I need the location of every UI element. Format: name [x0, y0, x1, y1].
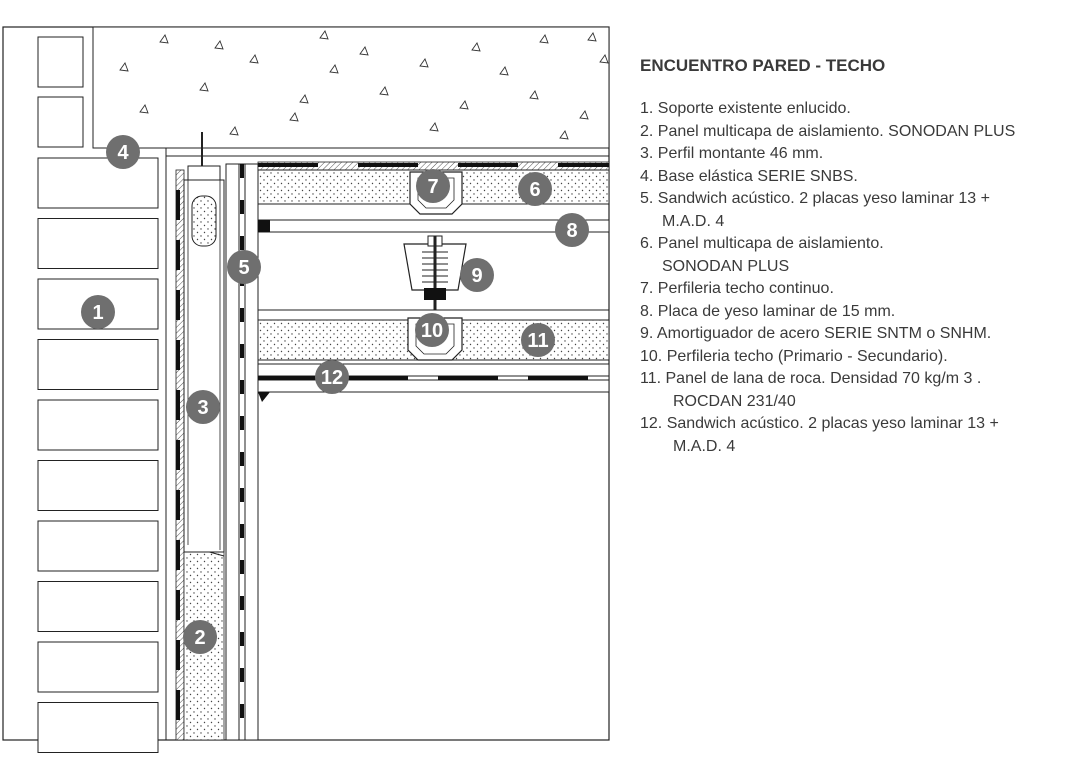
callout-badge-3: 3	[186, 390, 220, 424]
steel-damper	[403, 235, 467, 310]
callout-badge-label: 8	[566, 220, 577, 242]
legend-item-text: 11. Panel de lana de roca. Densidad 70 k…	[640, 370, 982, 387]
legend-item-text: 12. Sandwich acústico. 2 placas yeso lam…	[640, 415, 999, 432]
legend-item-text: 2. Panel multicapa de aislamiento. SONOD…	[640, 122, 1016, 140]
callout-badge-12: 12	[315, 360, 349, 394]
callout-badge-label: 6	[529, 179, 540, 201]
callout-badge-circle	[521, 323, 555, 357]
callout-badge-label: 9	[471, 265, 482, 287]
callout-badge-circle	[227, 250, 261, 284]
legend-item-8: 8. Placa de yeso laminar de 15 mm.	[640, 301, 1085, 324]
callout-badge-1: 1	[81, 295, 115, 329]
callout-badge-label: 3	[197, 397, 208, 419]
callout-badge-circle	[415, 313, 449, 347]
elastic-base	[187, 132, 221, 181]
callout-badge-circle	[460, 258, 494, 292]
ceiling-sandwich-boards	[257, 363, 610, 402]
callout-badge-circle	[183, 620, 217, 654]
legend-item-9: 9. Amortiguador de acero SERIE SNTM o SN…	[640, 323, 1085, 346]
legend-item-2: 2. Panel multicapa de aislamiento. SONOD…	[640, 121, 1085, 144]
callout-badge-circle	[555, 213, 589, 247]
callout-badge-4: 4	[106, 135, 140, 169]
legend-item-7: 7. Perfileria techo continuo.	[640, 278, 1085, 301]
callout-badge-circle	[106, 135, 140, 169]
callout-badge-circle	[416, 169, 450, 203]
legend-title: ENCUENTRO PARED - TECHO	[640, 56, 886, 75]
legend-list: 1. Soporte existente enlucido. 2. Panel m…	[640, 98, 1085, 458]
legend-item-4: 4. Base elástica SERIE SNBS.	[640, 166, 1085, 189]
legend-item-text: 9. Amortiguador de acero SERIE SNTM o SN…	[640, 325, 992, 342]
legend-item-11: 11. Panel de lana de roca. Densidad 70 k…	[640, 368, 1085, 413]
callout-badge-label: 10	[421, 320, 443, 342]
concrete-slab	[92, 26, 610, 149]
callout-badge-label: 1	[92, 302, 103, 324]
wall-stud-profile	[183, 179, 225, 553]
legend-item-12: 12. Sandwich acústico. 2 placas yeso lam…	[640, 413, 1085, 458]
callout-badge-label: 5	[238, 257, 249, 279]
legend-item-text: 4. Base elástica SERIE SNBS.	[640, 167, 858, 185]
legend-item-text: 1. Soporte existente enlucido.	[640, 100, 851, 117]
wall-sandwich-boards	[176, 163, 259, 741]
callout-badge-6: 6	[518, 172, 552, 206]
legend-item-3: 3. Perfil montante 46 mm.	[640, 143, 1085, 166]
legend-item-text: 3. Perfil montante 46 mm.	[640, 145, 824, 162]
callout-badge-circle	[518, 172, 552, 206]
legend-item-text: 5. Sandwich acústico. 2 placas yeso lami…	[640, 190, 990, 207]
callout-badge-9: 9	[460, 258, 494, 292]
callout-badge-10: 10	[415, 313, 449, 347]
legend-item-continuation: SONODAN PLUS	[662, 257, 790, 275]
legend-item-continuation: M.A.D. 4	[673, 437, 736, 455]
legend-item-text: 6. Panel multicapa de aislamiento.	[640, 235, 884, 252]
legend-item-1: 1. Soporte existente enlucido.	[640, 98, 1085, 121]
callout-badge-label: 11	[527, 330, 548, 352]
callout-badge-11: 11	[521, 323, 555, 357]
plasterboard-15mm	[257, 219, 610, 233]
legend-item-continuation: M.A.D. 4	[662, 212, 725, 230]
callout-badge-circle	[315, 360, 349, 394]
legend-item-text: 10. Perfileria techo (Primario - Secunda…	[640, 347, 948, 365]
legend-item-text: 7. Perfileria techo continuo.	[640, 280, 834, 297]
callout-badge-label: 12	[321, 367, 343, 389]
callout-badge-7: 7	[416, 169, 450, 203]
callout-badge-8: 8	[555, 213, 589, 247]
legend-item-5: 5. Sandwich acústico. 2 placas yeso lami…	[640, 188, 1085, 233]
callout-badge-label: 2	[194, 627, 205, 649]
callout-badge-2: 2	[183, 620, 217, 654]
legend-panel: ENCUENTRO PARED - TECHO 1. Soporte exist…	[640, 56, 1085, 458]
callout-badge-circle	[81, 295, 115, 329]
callout-badge-label: 4	[117, 142, 129, 164]
legend-item-continuation: ROCDAN 231/40	[673, 392, 796, 410]
callout-badge-5: 5	[227, 250, 261, 284]
legend-item-6: 6. Panel multicapa de aislamiento. SONODA…	[640, 233, 1085, 278]
legend-item-text: 8. Placa de yeso laminar de 15 mm.	[640, 302, 896, 320]
callout-badge-circle	[186, 390, 220, 424]
callout-badge-label: 7	[427, 176, 438, 198]
legend-item-10: 10. Perfileria techo (Primario - Secunda…	[640, 346, 1085, 369]
